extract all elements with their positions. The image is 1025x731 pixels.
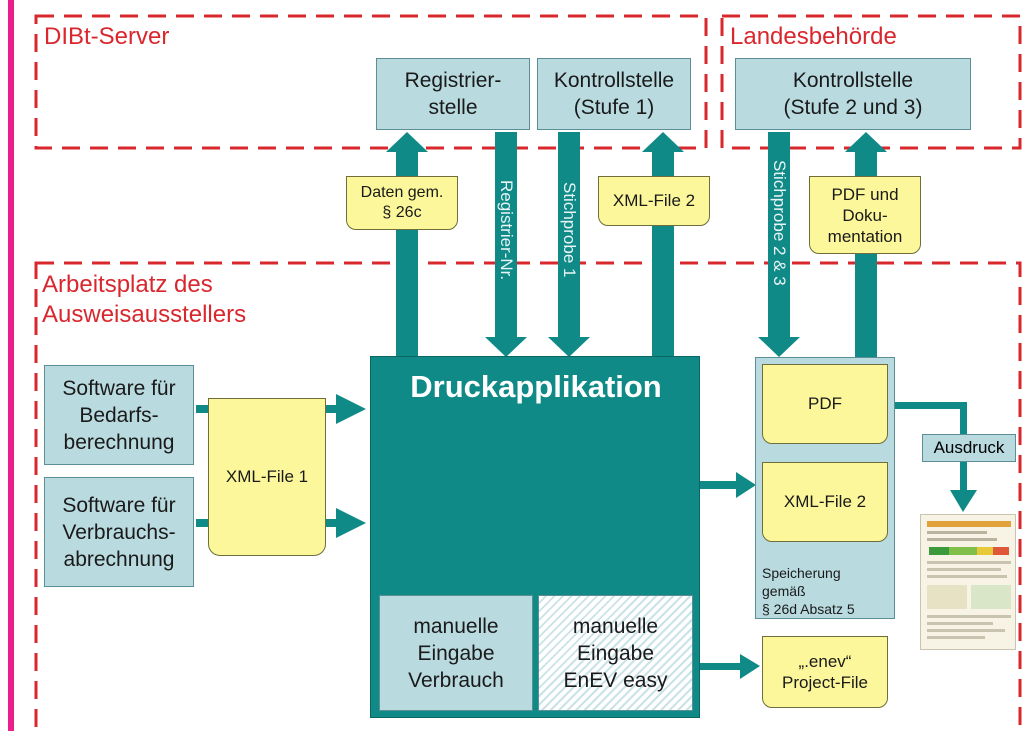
box-software-bedarfsberechnung: Software für Bedarfs- berechnung xyxy=(44,365,194,465)
box-ausdruck: Ausdruck xyxy=(922,434,1016,462)
arrow-druck-enev xyxy=(700,654,760,679)
manual-input-enev-easy: manuelle Eingabe EnEV easy xyxy=(538,595,693,711)
box-kontrollstelle-stufe-1: Kontrollstelle (Stufe 1) xyxy=(537,58,691,130)
accent-bar xyxy=(8,0,14,731)
box-software-verbrauchsabrechnung: Software für Verbrauchs- abrechnung xyxy=(44,477,194,587)
arrow-xml-up xyxy=(642,132,684,358)
druckapplikation-title: Druckapplikation xyxy=(410,369,662,404)
arrow-stichprobe-23-down xyxy=(758,132,800,357)
note-daten-26c: Daten gem. § 26c xyxy=(346,176,458,230)
zone-label-arbeitsplatz: Arbeitsplatz des Ausweisausstellers xyxy=(42,271,247,328)
box-registrierstelle: Registrier- stelle xyxy=(376,58,530,130)
arrow-druck-storage xyxy=(700,472,756,498)
document-graphic xyxy=(927,521,1011,639)
zone-label-dibt-server: DIBt-Server xyxy=(44,23,170,50)
storage-note: Speicherung gemäß § 26d Absatz 5 xyxy=(762,565,855,617)
box-kontrollstelle-stufe-2-3: Kontrollstelle (Stufe 2 und 3) xyxy=(735,58,971,130)
note-xml-file-2-top: XML-File 2 xyxy=(598,176,710,226)
arrow-stichprobe-1-down xyxy=(548,132,590,357)
zone-landesbehoerde-border xyxy=(720,14,1022,150)
arrow-daten-up xyxy=(386,132,428,358)
zone-label-landesbehoerde: Landesbehörde xyxy=(730,23,897,50)
manual-input-verbrauch: manuelle Eingabe Verbrauch xyxy=(379,595,533,711)
label-stichprobe-1: Stichprobe 1 xyxy=(560,182,579,278)
label-stichprobe-2-3: Stichprobe 2 & 3 xyxy=(770,160,789,286)
note-enev-project-file: „.enev“ Project-File xyxy=(762,636,888,708)
note-pdf-dokumentation: PDF und Doku- mentation xyxy=(809,176,921,254)
druckapplikation-box: Druckapplikation manuelle Eingabe Verbra… xyxy=(370,356,700,718)
note-xml-file-2: XML-File 2 xyxy=(762,462,888,542)
arrow-pdf-ausdruck xyxy=(890,402,977,512)
zone-arbeitsplatz-border xyxy=(34,261,1022,731)
zone-dibt-server-border xyxy=(34,14,708,150)
label-registrier-nr: Registrier-Nr. xyxy=(497,180,516,281)
note-pdf: PDF xyxy=(762,364,888,444)
note-xml-file-1: XML-File 1 xyxy=(208,398,326,556)
printed-document-thumbnail xyxy=(920,514,1016,650)
arrow-registrier-nr-down xyxy=(485,132,527,357)
